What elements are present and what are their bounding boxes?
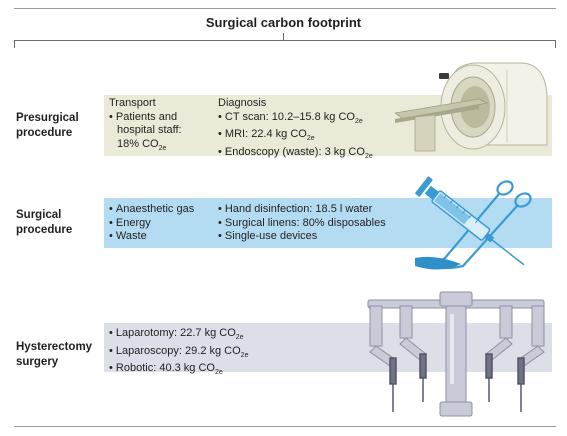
surgical-item-waste: Waste: [109, 230, 194, 244]
diagram-title: Surgical carbon footprint: [205, 15, 362, 30]
surgical-row-label: Surgical procedure: [16, 208, 72, 238]
transport-item-line2: hospital staff:: [117, 124, 182, 136]
diagnosis-endoscopy: Endoscopy (waste): 3 kg CO: [224, 145, 365, 158]
bottom-rule: [14, 426, 556, 427]
ct-scanner-icon: [395, 62, 548, 152]
diagnosis-block: Diagnosis CT scan: 10.2–15.8 kg CO2e MRI…: [218, 97, 373, 163]
surgical-right-list: Hand disinfection: 18.5 l water Surgical…: [218, 203, 386, 244]
surgical-item-hand-disinfection: Hand disinfection: 18.5 l water: [218, 203, 386, 217]
presurgical-row-label: Presurgical procedure: [16, 111, 79, 141]
transport-item-line1: Patients and: [115, 110, 178, 123]
diagnosis-ct-scan: CT scan: 10.2–15.8 kg CO: [224, 110, 355, 123]
co2-subscript: 2e: [235, 334, 244, 341]
top-rule: [14, 8, 556, 9]
presurgical-label-line2: procedure: [16, 127, 73, 139]
surgical-label-line2: procedure: [16, 224, 73, 236]
co2-subscript: 2e: [306, 135, 315, 142]
co2-subscript: 2e: [364, 152, 373, 160]
hysterectomy-laparoscopy: Laparoscopy: 29.2 kg CO: [115, 344, 241, 357]
transport-block: Transport Patients and hospital staff: 1…: [109, 97, 182, 155]
surgical-item-single-use-devices: Single-use devices: [218, 230, 386, 244]
transport-heading: Transport: [109, 97, 156, 109]
hysterectomy-list: Laparotomy: 22.7 kg CO2e Laparoscopy: 29…: [109, 327, 249, 380]
surgical-robot-icon: [367, 291, 545, 417]
surgical-item-energy: Energy: [109, 217, 194, 231]
hysterectomy-label-line2: surgery: [16, 356, 59, 368]
hysterectomy-label-line1: Hysterectomy: [16, 341, 93, 353]
surgical-item-surgical-linens: Surgical linens: 80% disposables: [218, 217, 386, 231]
syringe-scissors-icon: [415, 176, 532, 270]
co2-subscript: 2e: [354, 117, 363, 125]
transport-item-value: 18% CO: [117, 137, 159, 150]
surgical-label-line1: Surgical: [16, 209, 62, 221]
co2-subscript: 2e: [214, 369, 223, 376]
hysterectomy-robotic: Robotic: 40.3 kg CO: [115, 362, 215, 374]
diagnosis-heading: Diagnosis: [218, 97, 267, 109]
hysterectomy-row-label: Hysterectomy surgery: [16, 340, 92, 370]
diagnosis-mri: MRI: 22.4 kg CO: [224, 128, 307, 140]
co2-subscript: 2e: [240, 351, 249, 359]
surgical-item-anaesthetic-gas: Anaesthetic gas: [109, 203, 194, 217]
hysterectomy-laparotomy: Laparotomy: 22.7 kg CO: [115, 327, 236, 339]
surgical-left-list: Anaesthetic gas Energy Waste: [109, 203, 194, 244]
presurgical-label-line1: Presurgical: [16, 112, 79, 124]
co2-subscript: 2e: [158, 144, 167, 152]
